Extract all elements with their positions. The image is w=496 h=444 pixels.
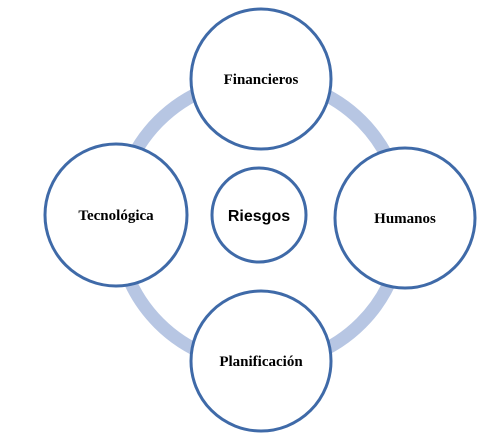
node-humanos: Humanos <box>333 146 477 290</box>
node-tecnologica-circle <box>43 142 189 288</box>
center-node: Riesgos <box>210 166 308 264</box>
node-planificacion-label: Planificación <box>219 354 303 370</box>
center-node-label: Riesgos <box>228 208 290 225</box>
node-financieros: Financieros <box>189 7 333 151</box>
node-planificacion-circle <box>189 289 333 433</box>
node-tecnologica: Tecnológica <box>43 142 189 288</box>
node-tecnologica-label: Tecnológica <box>78 208 154 224</box>
node-financieros-circle <box>189 7 333 151</box>
node-financieros-label: Financieros <box>224 72 299 88</box>
center-node-circle <box>210 166 308 264</box>
node-planificacion: Planificación <box>189 289 333 433</box>
node-humanos-circle <box>333 146 477 290</box>
node-humanos-label: Humanos <box>374 211 436 227</box>
